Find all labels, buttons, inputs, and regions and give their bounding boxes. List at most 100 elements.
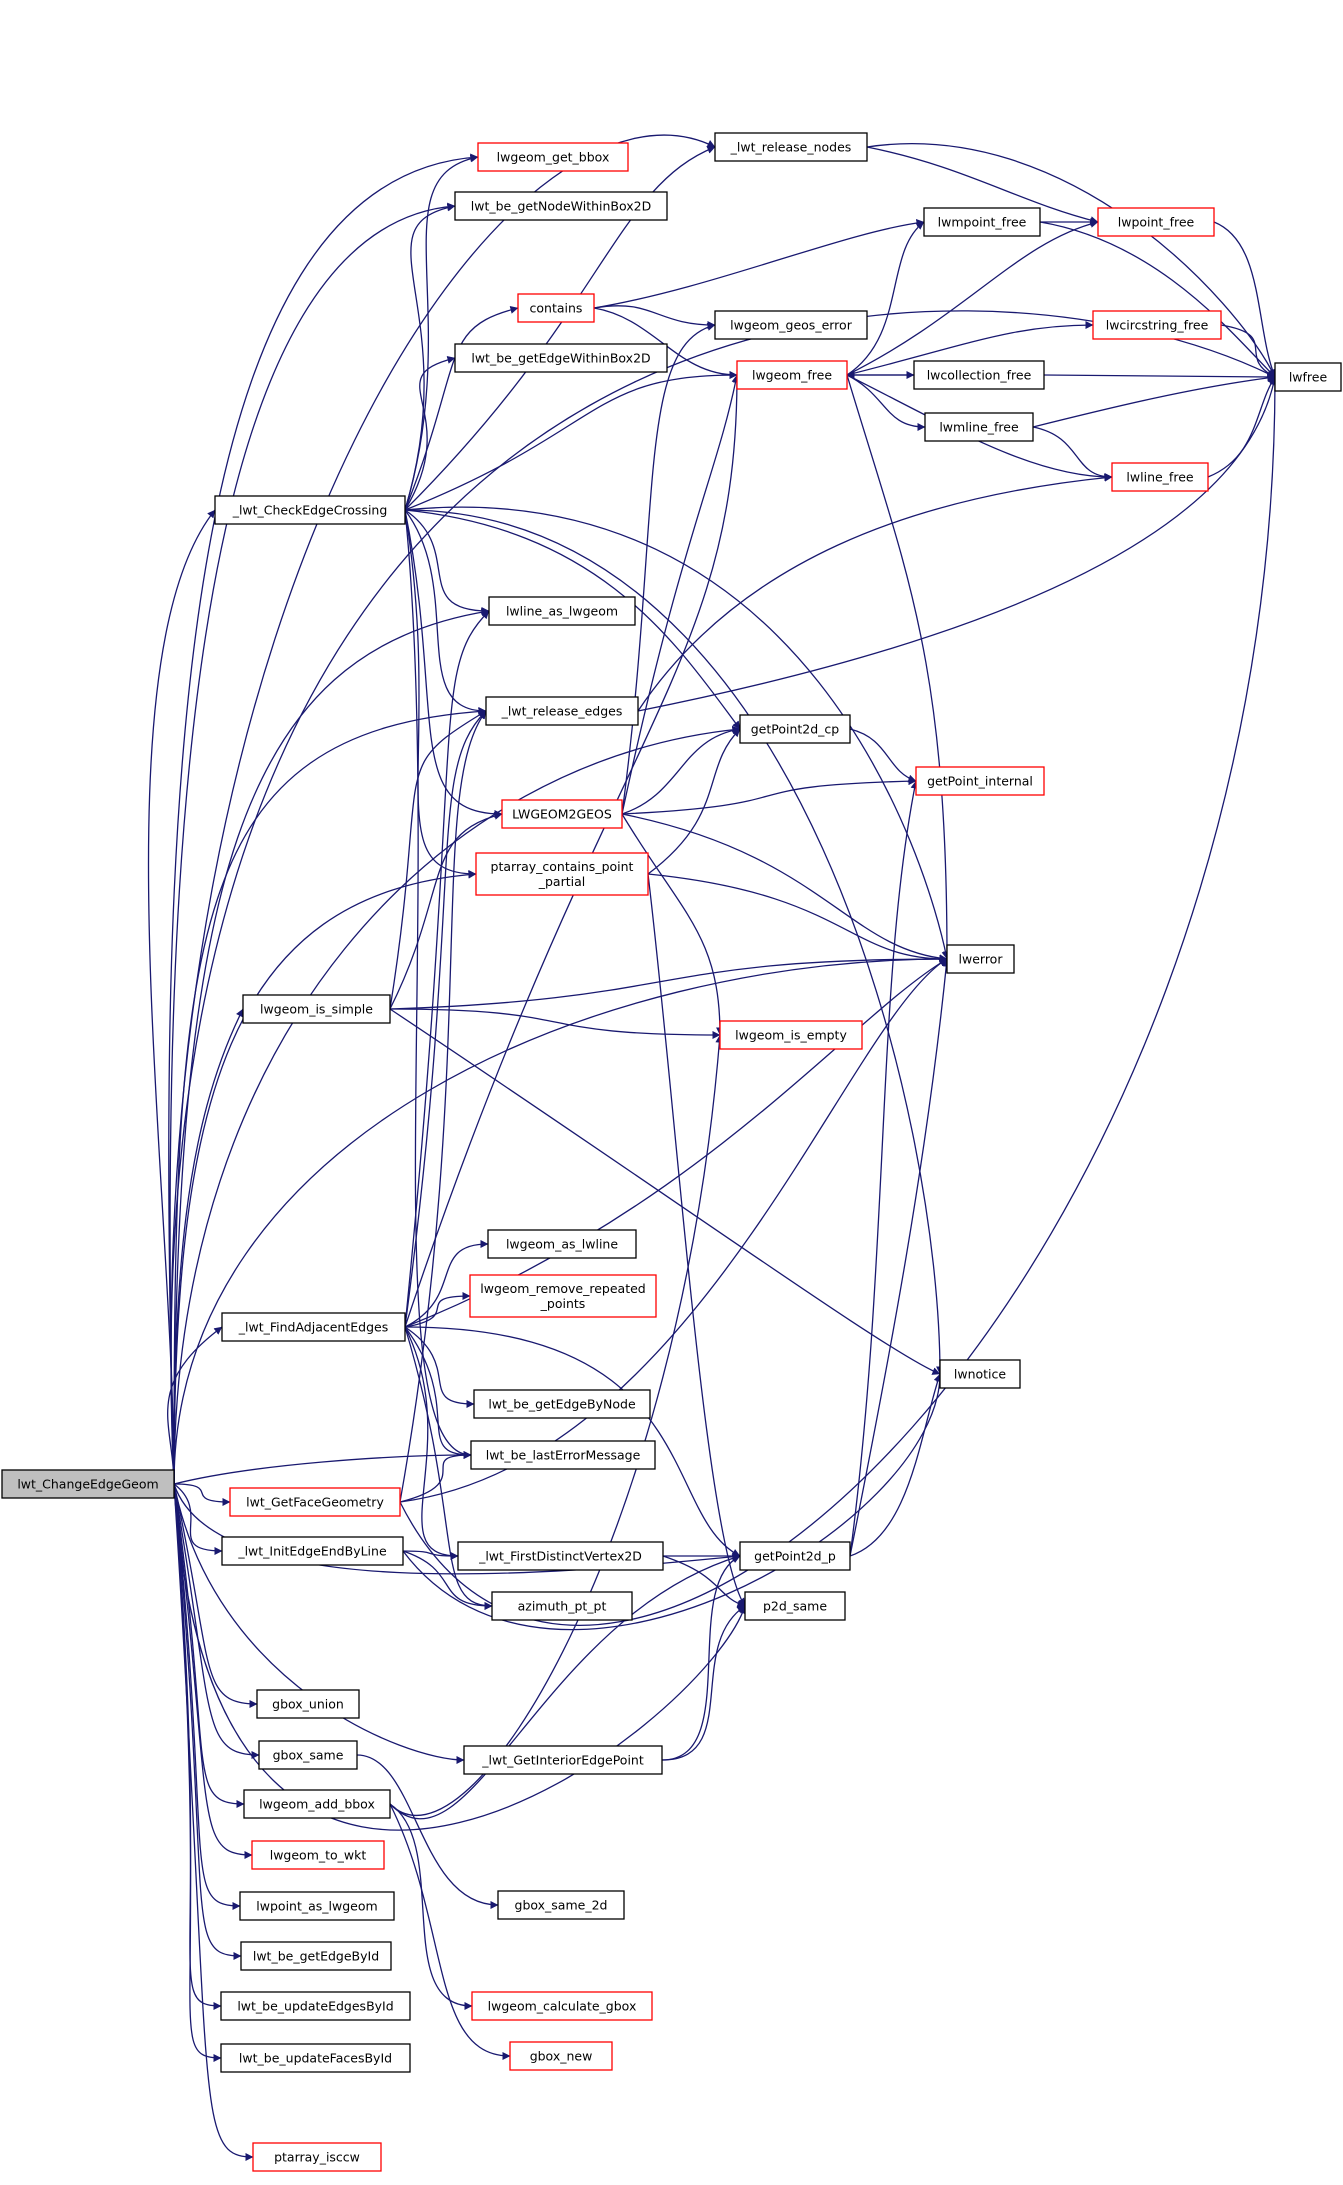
node-lwmpoint-free[interactable]: lwmpoint_free — [923, 207, 1041, 237]
edge-lwgeom_is_simple-to-release_edges — [389, 710, 487, 1010]
node-label: getPoint2d_cp — [751, 722, 840, 737]
edge-lwgeom_free-to-lwpoint_free — [846, 219, 1099, 376]
node-first-distinct[interactable]: _lwt_FirstDistinctVertex2D — [457, 1541, 664, 1571]
node-calc-gbox[interactable]: lwgeom_calculate_gbox — [471, 1991, 653, 2021]
node-gbox-same[interactable]: gbox_same — [258, 1740, 358, 1770]
edge-init_edge_end-to-first_distinct — [402, 1550, 459, 1560]
node-box — [214, 495, 406, 525]
node-lwmline-free[interactable]: lwmline_free — [924, 412, 1034, 442]
edge-root-to-gbox_same — [173, 1483, 260, 1759]
node-lwfree[interactable]: lwfree — [1274, 362, 1342, 392]
node-update-edges[interactable]: lwt_be_updateEdgesById — [220, 1991, 411, 2021]
node-label: _lwt_CheckEdgeCrossing — [232, 503, 388, 518]
node-edge-by-node[interactable]: lwt_be_getEdgeByNode — [473, 1389, 651, 1419]
node-lwline-as-lwgeom[interactable]: lwline_as_lwgeom — [488, 596, 636, 626]
node-release-edges[interactable]: _lwt_release_edges — [485, 696, 639, 726]
node-box — [471, 1991, 653, 2021]
node-box — [470, 1440, 656, 1470]
edge-lwgeom_free-to-lwline_free — [846, 374, 1113, 481]
node-label: lwgeom_to_wkt — [270, 1848, 367, 1863]
nodes: lwt_ChangeEdgeGeom_lwt_release_nodeslwfr… — [1, 132, 1342, 2172]
node-lwgeom2geos[interactable]: LWGEOM2GEOS — [501, 799, 623, 829]
node-box — [469, 1274, 657, 1318]
edge-add_bbox-to-calc_gbox — [389, 1803, 473, 2010]
node-get-bbox[interactable]: lwgeom_get_bbox — [477, 142, 629, 172]
node-interior-edge-point[interactable]: _lwt_GetInteriorEdgePoint — [463, 1745, 663, 1775]
edge-release_nodes-to-lwfree — [866, 143, 1276, 378]
node-check-edge-crossing[interactable]: _lwt_CheckEdgeCrossing — [214, 495, 406, 525]
edge-contains-to-lwmpoint_free — [593, 218, 925, 309]
node-box — [240, 1941, 392, 1971]
node-getpoint2d-cp[interactable]: getPoint2d_cp — [739, 714, 851, 744]
edge-lwgeom2geos-to-lwerror — [621, 813, 948, 963]
node-box — [736, 360, 848, 390]
node-p2d-same[interactable]: p2d_same — [744, 1591, 846, 1621]
edge-root-to-add_bbox — [173, 1483, 245, 1808]
node-label: lwgeom_is_empty — [735, 1028, 847, 1043]
node-getpoint-internal[interactable]: getPoint_internal — [915, 766, 1045, 796]
edge-interior_edge_point-to-p2d_same — [661, 1605, 746, 1761]
node-remove-repeated[interactable]: lwgeom_remove_repeated_points — [469, 1274, 657, 1318]
node-init-edge-end[interactable]: _lwt_InitEdgeEndByLine — [221, 1536, 404, 1566]
node-lwcollection-free[interactable]: lwcollection_free — [913, 360, 1045, 390]
node-lwgeom-is-simple[interactable]: lwgeom_is_simple — [242, 994, 391, 1024]
node-lwpoint-as-lwgeom[interactable]: lwpoint_as_lwgeom — [239, 1891, 395, 1921]
node-ptarray-isccw[interactable]: ptarray_isccw — [252, 2142, 382, 2172]
edge-root-to-ptarray_contains — [173, 870, 477, 1485]
node-ptarray-contains[interactable]: ptarray_contains_point_partial — [475, 852, 649, 896]
edge-root-to-face_geometry — [173, 1483, 231, 1506]
edge-find_adjacent-to-lwerror — [404, 958, 948, 1328]
edge-root-to-check_edge_crossing — [147, 509, 216, 1485]
node-edge-by-id[interactable]: lwt_be_getEdgeById — [240, 1941, 392, 1971]
node-edge-within-box[interactable]: lwt_be_getEdgeWithinBox2D — [454, 343, 668, 373]
node-gbox-new[interactable]: gbox_new — [509, 2041, 613, 2071]
node-gbox-union[interactable]: gbox_union — [256, 1689, 360, 1719]
edge-root-to-lwgeom_is_simple — [173, 1008, 244, 1485]
node-lwpoint-free[interactable]: lwpoint_free — [1097, 207, 1215, 237]
node-azimuth[interactable]: azimuth_pt_pt — [491, 1591, 633, 1621]
node-contains[interactable]: contains — [517, 293, 595, 323]
node-label: lwgeom_calculate_gbox — [488, 1999, 637, 2014]
node-face-geometry[interactable]: lwt_GetFaceGeometry — [229, 1487, 401, 1517]
node-node-within-box[interactable]: lwt_be_getNodeWithinBox2D — [454, 191, 668, 221]
node-lwline-free[interactable]: lwline_free — [1111, 462, 1209, 492]
node-label: lwline_free — [1126, 470, 1193, 485]
edge-root-to-get_bbox — [168, 153, 479, 1485]
node-as-lwline[interactable]: lwgeom_as_lwline — [487, 1229, 637, 1259]
node-label: _lwt_release_nodes — [730, 140, 852, 155]
node-last-error[interactable]: lwt_be_lastErrorMessage — [470, 1440, 656, 1470]
edge-add_bbox-to-getpoint2d_p — [389, 1554, 741, 1820]
node-geos-error[interactable]: lwgeom_geos_error — [714, 310, 868, 340]
node-lwnotice[interactable]: lwnotice — [939, 1359, 1021, 1389]
edge-first_distinct-to-p2d_same — [662, 1555, 746, 1608]
node-box — [1, 1469, 175, 1499]
node-box — [256, 1689, 360, 1719]
node-lwcircstring-free[interactable]: lwcircstring_free — [1092, 310, 1222, 340]
node-to-wkt[interactable]: lwgeom_to_wkt — [251, 1840, 385, 1870]
edge-release_nodes-to-lwpoint_free — [866, 146, 1099, 225]
node-release-nodes[interactable]: _lwt_release_nodes — [714, 132, 868, 162]
node-label: lwgeom_get_bbox — [497, 150, 610, 165]
node-add-bbox[interactable]: lwgeom_add_bbox — [243, 1789, 391, 1819]
node-label: lwgeom_remove_repeated — [480, 1281, 645, 1296]
node-is-empty[interactable]: lwgeom_is_empty — [719, 1020, 863, 1050]
node-label: lwt_GetFaceGeometry — [246, 1495, 384, 1510]
edge-lwgeom_free-to-lwerror — [846, 374, 951, 960]
node-update-faces[interactable]: lwt_be_updateFacesById — [220, 2043, 411, 2073]
node-label: lwt_be_getEdgeById — [253, 1949, 379, 1964]
node-find-adjacent[interactable]: _lwt_FindAdjacentEdges — [221, 1312, 406, 1342]
edge-lwcollection_free-to-lwfree — [1043, 372, 1276, 381]
node-label: gbox_same_2d — [515, 1898, 608, 1913]
edge-root-to-getpoint2d_cp — [173, 725, 741, 1485]
edge-find_adjacent-to-remove_repeated — [404, 1292, 471, 1328]
edge-root-to-lwfree — [170, 310, 1276, 1485]
node-lwerror[interactable]: lwerror — [946, 944, 1015, 974]
node-box — [258, 1740, 358, 1770]
node-lwgeom-free[interactable]: lwgeom_free — [736, 360, 848, 390]
node-gbox-same-2d[interactable]: gbox_same_2d — [497, 1890, 625, 1920]
node-box — [714, 310, 868, 340]
node-getpoint2d-p[interactable]: getPoint2d_p — [739, 1541, 851, 1571]
node-box — [739, 1541, 851, 1571]
node-label: lwpoint_as_lwgeom — [256, 1899, 377, 1914]
node-label: _lwt_FindAdjacentEdges — [238, 1320, 388, 1335]
